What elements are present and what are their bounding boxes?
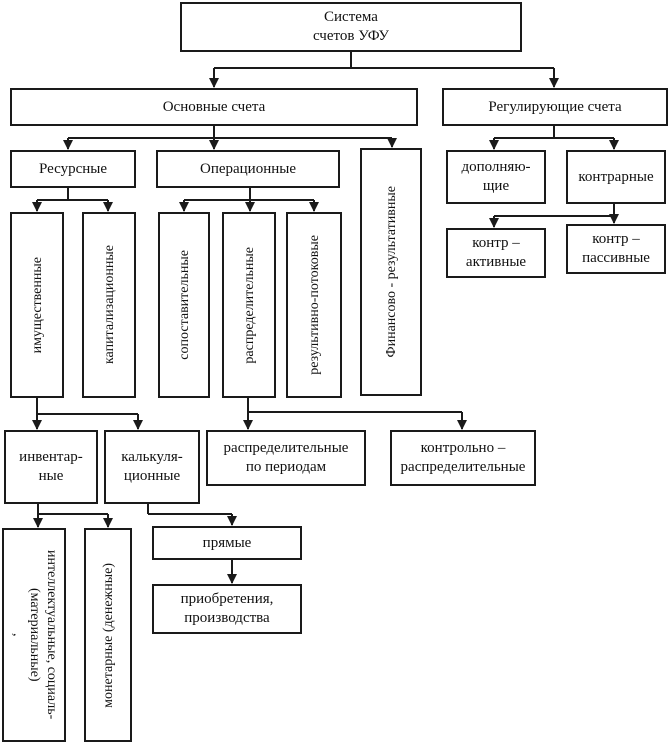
resource-node: Ресурсные <box>10 150 136 188</box>
contra-active-line-1: контр – <box>472 235 520 251</box>
inventory-node: инвентар- ные <box>4 430 98 504</box>
capitalization-node: капитализационные <box>82 212 136 398</box>
comparative-label: сопоставительные <box>176 250 192 360</box>
financial-result-label: Финансово - результативные <box>383 186 399 358</box>
calculation-node: калькуля- ционные <box>104 430 200 504</box>
monetary-label: монетарные (денежные) <box>100 562 116 708</box>
root-line-2: счетов УФУ <box>312 28 390 44</box>
contra-label: контрарные <box>578 168 654 185</box>
material-label: , (материальные) интеллектуальные, социа… <box>9 550 60 719</box>
root-node: Система счетов УФУ <box>180 2 522 52</box>
regulating-accounts-node: Регулирующие счета <box>442 88 668 126</box>
by-period-line-2: по периодам <box>245 459 327 475</box>
result-flow-label: результивно-потоковые <box>306 235 322 375</box>
by-period-node: распределительные по периодам <box>206 430 366 486</box>
property-label: имущественные <box>29 256 45 354</box>
material-node: , (материальные) интеллектуальные, социа… <box>2 528 66 742</box>
comparative-node: сопоставительные <box>158 212 210 398</box>
material-mark: , <box>9 633 25 637</box>
calculation-line-2: ционные <box>123 468 181 484</box>
operational-label: Операционные <box>199 160 297 177</box>
distributive-label: распределительные <box>241 246 257 364</box>
direct-label: прямые <box>202 534 252 551</box>
additional-node: дополняю- щие <box>446 150 546 204</box>
control-distributive-line-2: распределительные <box>400 459 526 475</box>
control-distributive-line-1: контрольно – <box>420 440 506 456</box>
main-accounts-node: Основные счета <box>10 88 418 126</box>
financial-result-node: Финансово - результативные <box>360 148 422 396</box>
operational-node: Операционные <box>156 150 340 188</box>
inventory-line-1: инвентар- <box>19 449 83 465</box>
contra-active-node: контр – активные <box>446 228 546 278</box>
monetary-node: монетарные (денежные) <box>84 528 132 742</box>
contra-active-line-2: активные <box>465 254 527 270</box>
acquisition-node: приобретения, производства <box>152 584 302 634</box>
material-line-2: интеллектуальные, социаль- <box>43 550 59 720</box>
by-period-line-1: распределительные <box>223 440 349 456</box>
acquisition-line-1: приобретения, <box>180 591 274 607</box>
property-node: имущественные <box>10 212 64 398</box>
calculation-line-1: калькуля- <box>121 449 183 465</box>
additional-line-2: щие <box>482 178 510 194</box>
additional-line-1: дополняю- <box>461 159 531 175</box>
contra-passive-node: контр – пассивные <box>566 224 666 274</box>
result-flow-node: результивно-потоковые <box>286 212 342 398</box>
capitalization-label: капитализационные <box>101 245 117 365</box>
acquisition-line-2: производства <box>184 610 270 626</box>
contra-passive-line-1: контр – <box>592 231 640 247</box>
distributive-node: распределительные <box>222 212 276 398</box>
root-line-1: Система <box>324 9 378 25</box>
inventory-line-2: ные <box>38 468 64 484</box>
contra-passive-line-2: пассивные <box>582 250 650 266</box>
regulating-accounts-label: Регулирующие счета <box>488 98 622 115</box>
main-accounts-label: Основные счета <box>162 98 266 115</box>
resource-label: Ресурсные <box>38 160 108 177</box>
contra-node: контрарные <box>566 150 666 204</box>
direct-node: прямые <box>152 526 302 560</box>
material-line-1: (материальные) <box>26 588 42 682</box>
control-distributive-node: контрольно – распределительные <box>390 430 536 486</box>
